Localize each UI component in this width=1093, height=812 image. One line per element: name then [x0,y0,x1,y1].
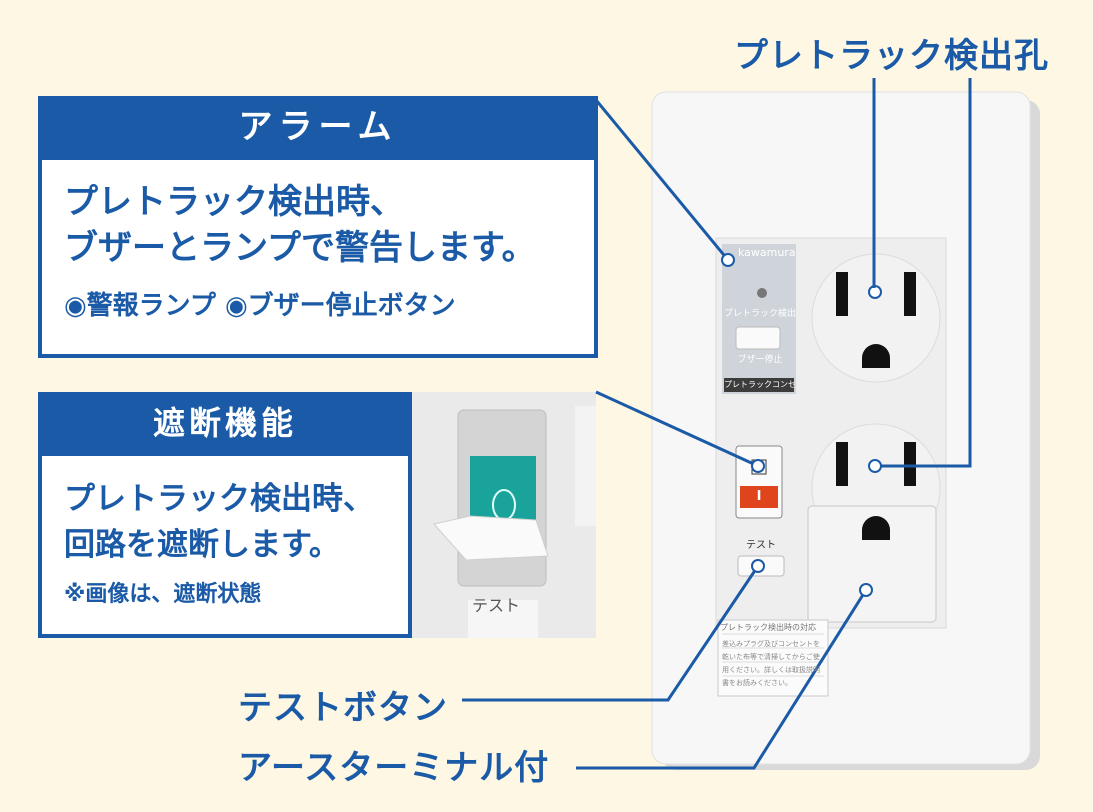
detector-holes-label: プレトラック検出孔 [734,36,1049,76]
detector-hole-lower [868,459,882,473]
test-button-callout: テストボタン [238,688,448,728]
control-label-strip [722,244,796,394]
earth-terminal-callout: アースターミナル付 [238,748,550,788]
earth-terminal-cover[interactable] [807,505,937,623]
product-label: プレトラックコンセント [724,380,794,389]
upper-slot-right [904,272,916,316]
alarm-line2: ブザーとランプで警告します。 [64,228,536,268]
breaker-pointer [751,459,765,473]
buzzer-label: ブザー停止 [737,355,783,365]
earth-cover-hole [862,516,890,540]
alarm-line1: プレトラック検出時、 [64,182,404,222]
alarm-panel-title: アラーム [38,96,598,158]
buzzer-stop-button[interactable] [735,326,781,350]
test-button-label: テスト [746,540,776,551]
cutoff-line2: 回路を遮断します。 [64,527,340,563]
upper-ground-hole [862,344,890,368]
cutoff-panel: プレトラック検出時、 回路を遮断します。 ※画像は、遮断状態 [38,452,412,638]
breaker-switch[interactable] [470,456,536,528]
alarm-panel: プレトラック検出時、 ブザーとランプで警告します。 ◉警報ランプ ◉ブザー停止ボ… [38,156,598,358]
leader-lines [462,78,972,770]
test-button-closeup [468,600,538,638]
reset-indicator [740,486,778,508]
cutoff-note: ※画像は、遮断状態 [64,582,262,607]
lower-slot-right [904,442,916,486]
earth-pointer [859,583,873,597]
reset-indicator-label: I [756,489,762,504]
instruction-label [717,619,829,697]
test-pointer [751,559,765,573]
breaker-lever [433,515,549,561]
lamp-pointer [721,253,735,267]
cutoff-line1: プレトラック検出時、 [64,481,374,517]
cutoff-panel-title: 遮断機能 [38,392,412,454]
instruction-text: 差込みプラグ及びコンセントを乾いた布等で清掃してからご使用ください。詳しくは取扱… [722,640,820,687]
upper-slot-left [836,272,848,316]
product-label-bar [724,378,794,392]
alarm-features: ◉警報ランプ ◉ブザー停止ボタン [64,291,456,321]
detect-label: プレトラック検出 [724,309,797,319]
instruction-title: プレトラック検出時の対応 [720,623,816,632]
warning-lamp [757,288,767,298]
test-closeup-label: テスト [472,596,521,615]
lower-slot-left [836,442,848,486]
closeup-edge [575,406,596,526]
brand-logo: kawamura [738,246,796,259]
